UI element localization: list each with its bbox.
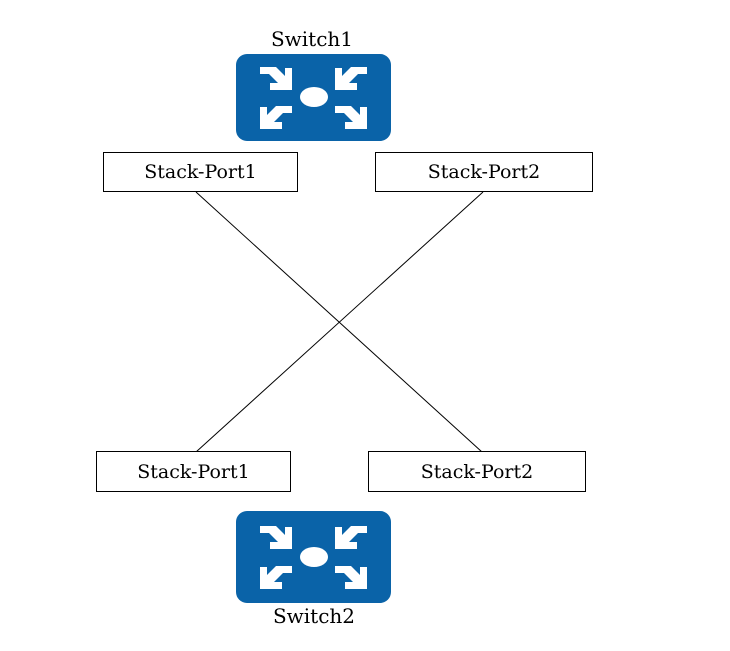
port-label: Stack-Port2 bbox=[427, 161, 541, 183]
port-label: Stack-Port2 bbox=[420, 460, 534, 483]
link-s1p2-s2p1 bbox=[195, 191, 484, 453]
switch1-stack-port1: Stack-Port1 bbox=[103, 152, 298, 192]
switch2-stack-port1: Stack-Port1 bbox=[96, 451, 291, 492]
port-label: Stack-Port1 bbox=[137, 460, 250, 483]
switch2-stack-port2: Stack-Port2 bbox=[368, 451, 586, 492]
switch1-label: Switch1 bbox=[270, 27, 354, 51]
port-label: Stack-Port1 bbox=[144, 161, 257, 183]
router-switch-icon bbox=[236, 511, 391, 603]
switch2-label: Switch2 bbox=[272, 604, 356, 628]
router-switch-icon bbox=[236, 54, 391, 141]
switch1-stack-port2: Stack-Port2 bbox=[375, 152, 593, 192]
